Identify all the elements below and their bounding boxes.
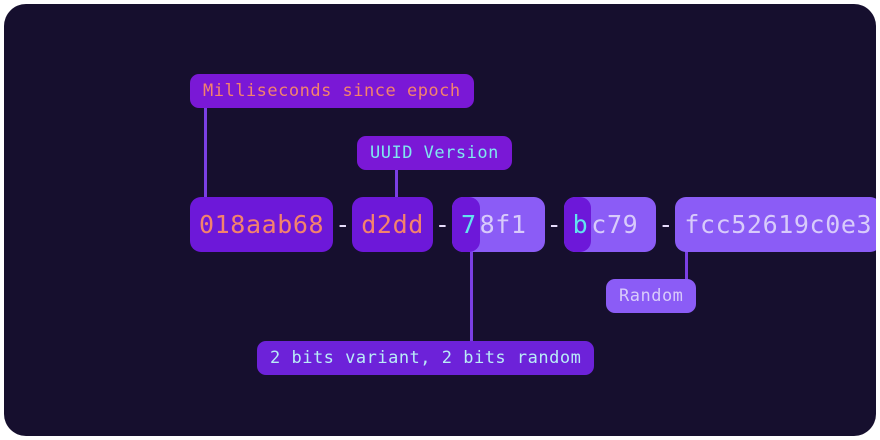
uuid-segment-random-tail: fcc52619c0e3: [675, 197, 876, 252]
annotation-label: Random: [619, 286, 684, 306]
variant-nibble: b: [563, 197, 592, 252]
annotation-variant-bits: 2 bits variant, 2 bits random: [257, 341, 595, 375]
segment-text: 8f1: [479, 210, 527, 239]
annotation-milliseconds-since-epoch: Milliseconds since epoch: [190, 74, 474, 108]
uuid-separator: -: [434, 210, 450, 239]
connector-variant-bits: [470, 249, 473, 345]
annotation-random: Random: [606, 279, 697, 313]
uuid-separator: -: [546, 210, 562, 239]
uuid-separator: -: [658, 210, 674, 239]
segment-text: fcc52619c0e3: [684, 210, 873, 239]
uuid-string: 018aab68 - d2dd - 7 8f1 - b c79 - fcc526…: [190, 197, 876, 252]
diagram-canvas: Milliseconds since epoch UUID Version 2 …: [4, 4, 876, 436]
uuid-segment-variant-group: b c79: [563, 197, 657, 252]
uuid-separator: -: [335, 210, 351, 239]
annotation-label: UUID Version: [370, 143, 499, 163]
segment-text: d2dd: [361, 210, 424, 239]
version-nibble: 7: [451, 197, 480, 252]
connector-milliseconds: [204, 108, 207, 200]
annotation-label: Milliseconds since epoch: [203, 81, 461, 101]
segment-text: 018aab68: [199, 210, 325, 239]
connector-uuid-version: [395, 170, 398, 202]
uuid-segment-timestamp-high: 018aab68: [190, 197, 334, 252]
connector-random: [685, 249, 688, 283]
uuid-segment-timestamp-low: d2dd: [352, 197, 433, 252]
annotation-uuid-version: UUID Version: [357, 136, 512, 170]
uuid-segment-version-group: 7 8f1: [451, 197, 545, 252]
segment-text: c79: [591, 210, 639, 239]
annotation-label: 2 bits variant, 2 bits random: [270, 348, 582, 368]
